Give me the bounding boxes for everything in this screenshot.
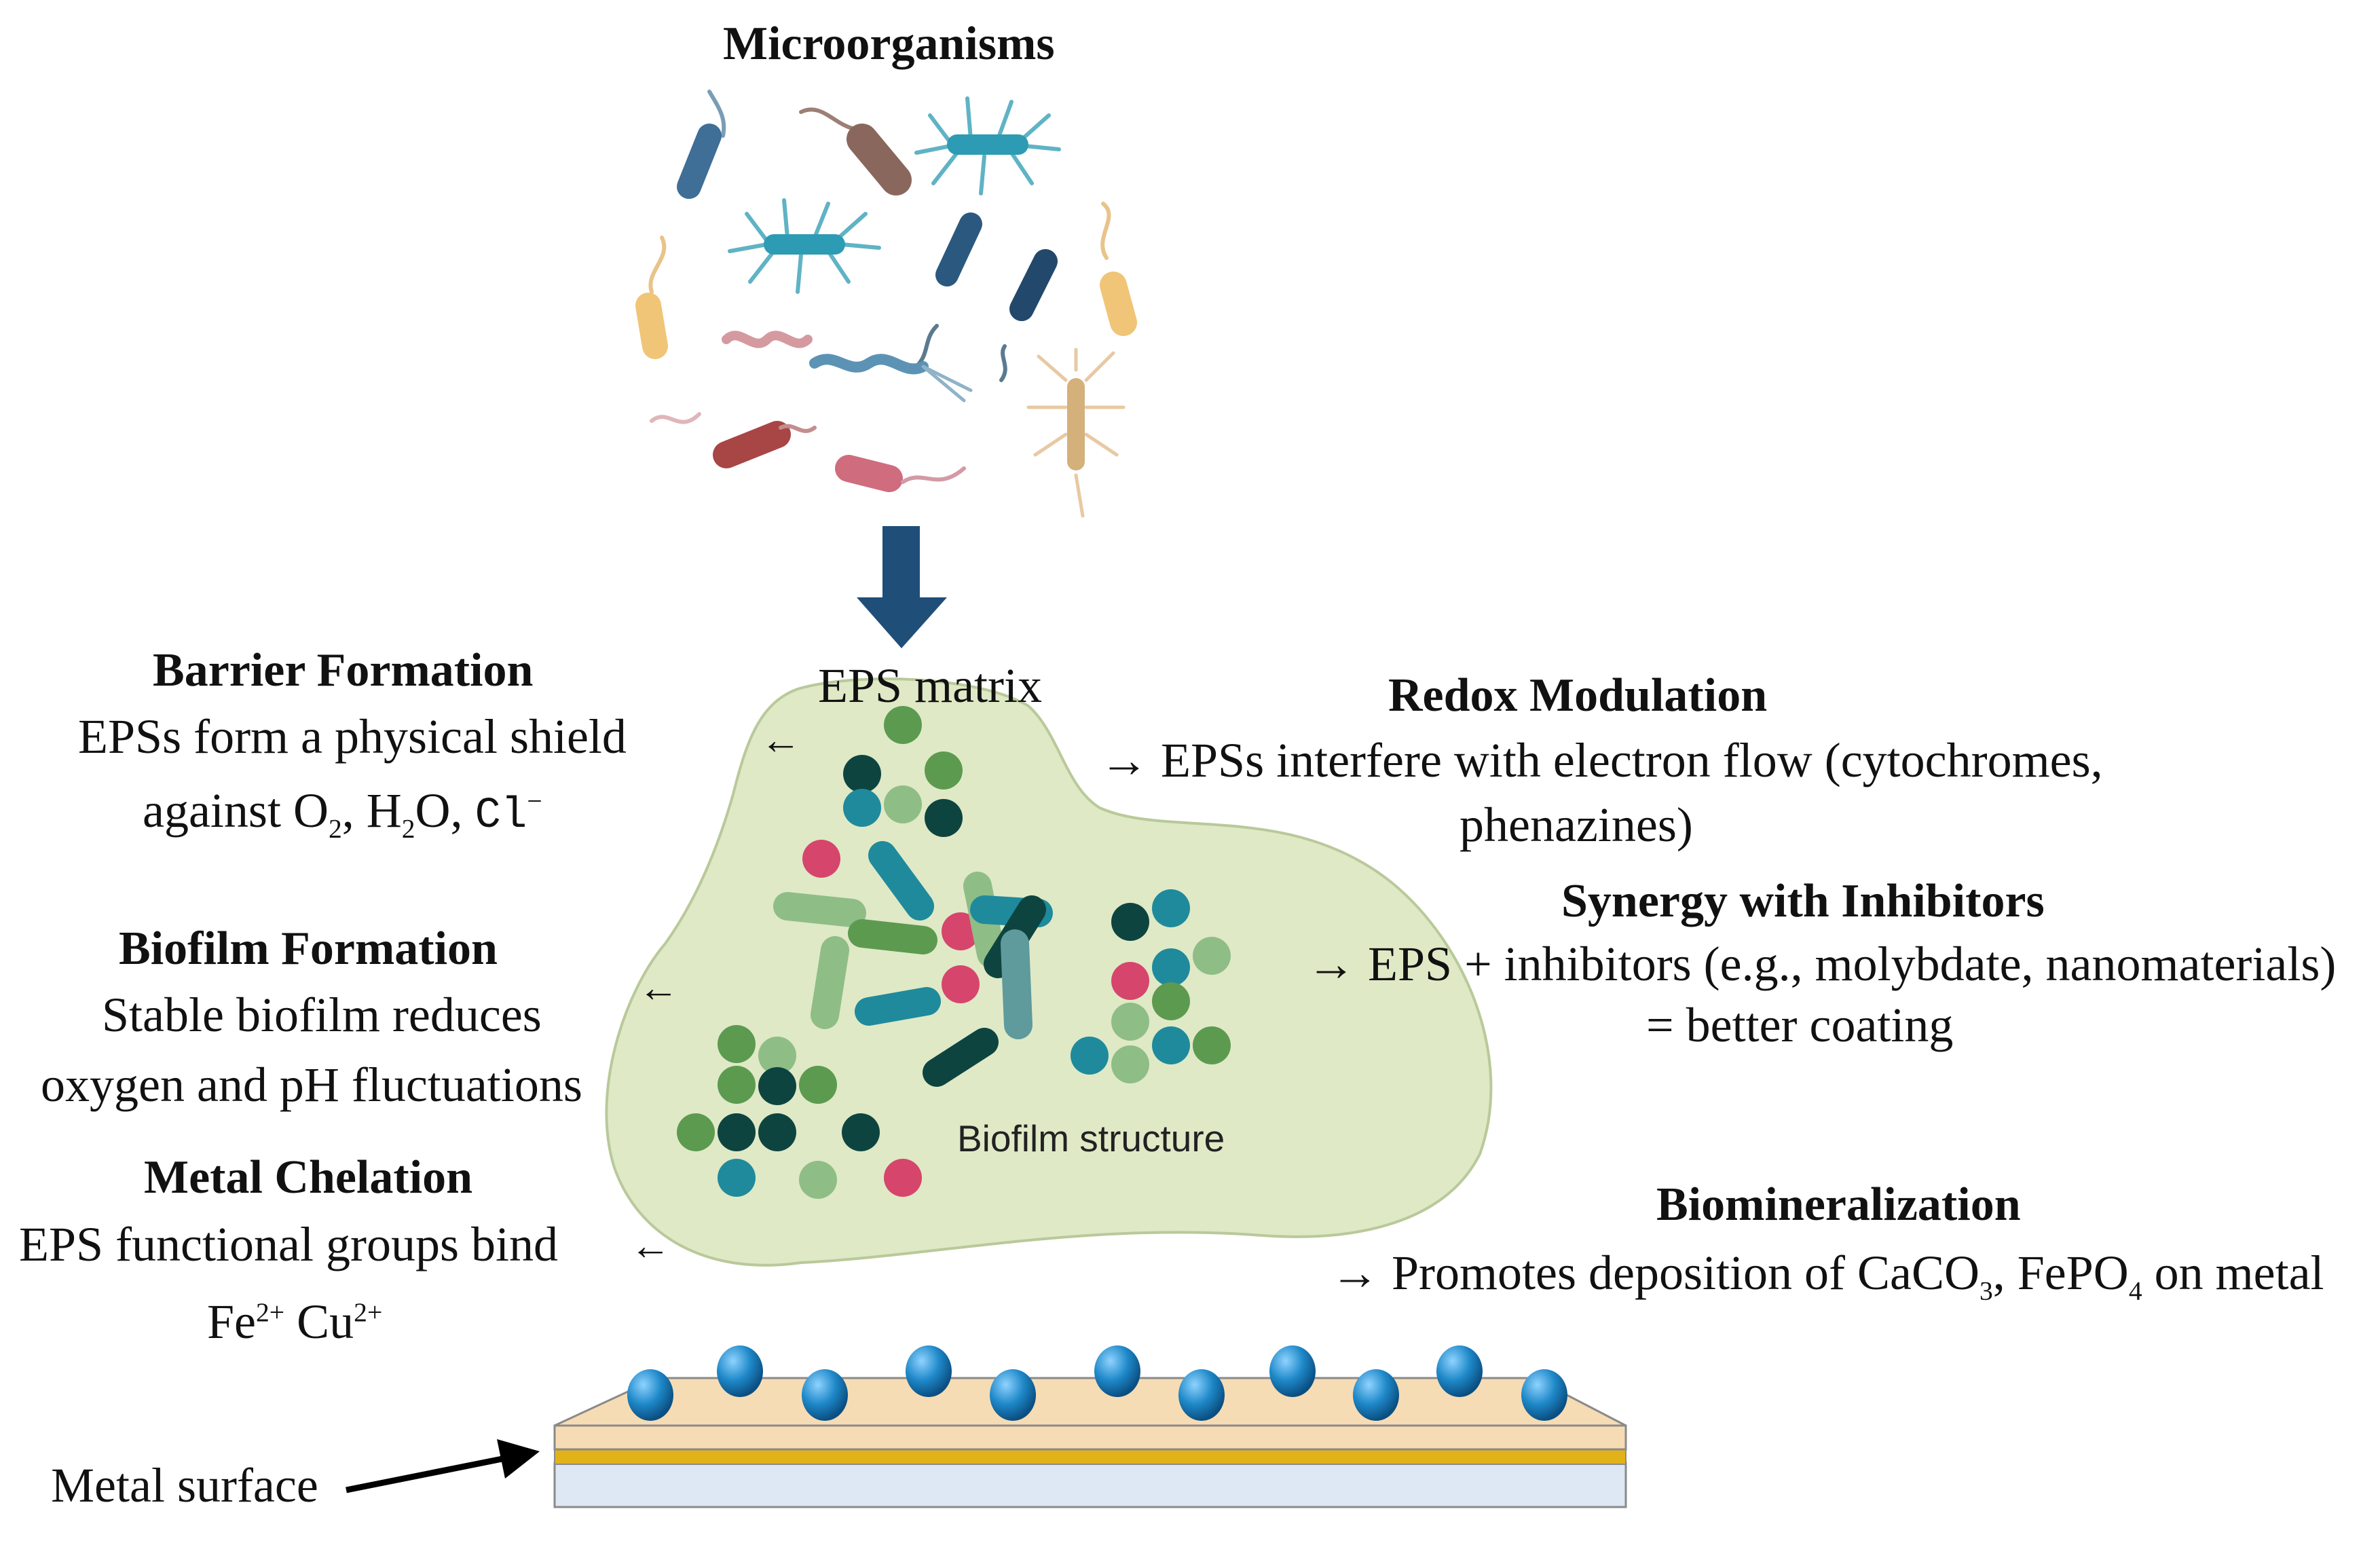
- biomin-title: Biomineralization: [1656, 1178, 2021, 1231]
- chelation-line1: EPS functional groups bind: [19, 1217, 558, 1271]
- metal-surface-arrow: [346, 1439, 540, 1493]
- microorganisms-cluster: [635, 90, 1137, 518]
- metal-surface-label: Metal surface: [51, 1458, 318, 1512]
- down-arrow: [857, 526, 947, 648]
- synergy-arrow: →: [1307, 937, 1356, 991]
- eps-particles: [677, 706, 1231, 1199]
- eps-matrix-blob: [605, 677, 1493, 1267]
- biofilm-line1: Stable biofilm reduces: [102, 988, 542, 1042]
- metal-surface: [553, 1377, 1627, 1508]
- chelation-arrow: ←: [630, 1223, 671, 1268]
- eps-matrix-label: EPS matrix: [818, 658, 1043, 713]
- biofilm-line2: oxygen and pH fluctuations: [41, 1058, 582, 1112]
- redox-line2: phenazines): [1459, 798, 1693, 852]
- microorganisms-title: Microorganisms: [723, 18, 1055, 70]
- biofilm-title: Biofilm Formation: [119, 923, 498, 975]
- mineral-deposits: [627, 1345, 1567, 1421]
- barrier-line2: against O2, H2O, Cl−: [143, 783, 542, 844]
- synergy-title: Synergy with Inhibitors: [1561, 875, 2045, 927]
- redox-title: Redox Modulation: [1388, 669, 1768, 722]
- biomin-line: → Promotes deposition of CaCO3, FePO4 on…: [1331, 1246, 2324, 1306]
- barrier-title: Barrier Formation: [153, 644, 534, 696]
- chelation-title: Metal Chelation: [144, 1151, 473, 1204]
- barrier-line1: EPSs form a physical shield: [78, 709, 627, 764]
- biomin-arrow: →: [1331, 1246, 1379, 1300]
- redox-line1: → EPSs interfere with electron flow (cyt…: [1100, 733, 2103, 787]
- redox-arrow: →: [1100, 733, 1149, 787]
- biofilm-arrow: ←: [638, 965, 679, 1010]
- synergy-line2: = better coating: [1646, 998, 1954, 1052]
- eps-rods: [773, 841, 1053, 1087]
- biofilm-structure-label: Biofilm structure: [957, 1117, 1225, 1159]
- barrier-arrow: ←: [760, 718, 801, 762]
- chelation-line2: Fe2+ Cu2+: [207, 1295, 383, 1349]
- synergy-line1: → EPS + inhibitors (e.g., molybdate, nan…: [1307, 937, 2337, 991]
